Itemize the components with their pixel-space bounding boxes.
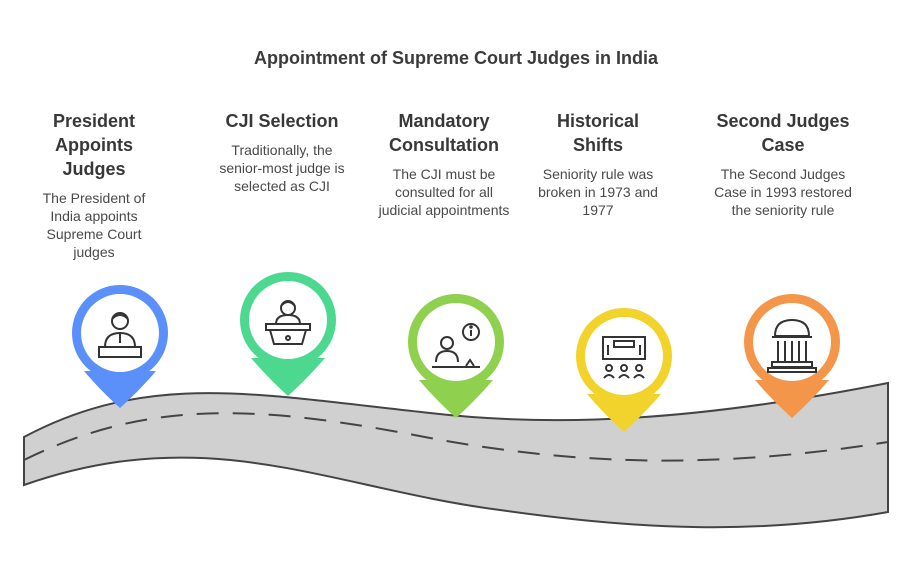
step-cji-selection: CJI Selection Traditionally, the senior-… <box>202 109 362 195</box>
step-mandatory-consultation: Mandatory Consultation The CJI must be c… <box>364 109 524 219</box>
courthouse-icon <box>767 318 817 373</box>
step-second-judges-case: Second Judges Case The Second Judges Cas… <box>703 109 863 219</box>
step-description: Seniority rule was broken in 1973 and 19… <box>538 166 658 218</box>
road-center-line <box>23 412 889 462</box>
consultation-info-icon <box>432 323 480 368</box>
step-heading: CJI Selection <box>225 111 339 131</box>
map-pin-3 <box>408 294 504 418</box>
map-pin-5 <box>744 294 840 418</box>
step-heading: Historical Shifts <box>556 111 640 155</box>
courtroom-people-icon <box>602 336 646 379</box>
step-description: Traditionally, the senior-most judge is … <box>219 142 345 194</box>
president-at-desk-icon <box>98 312 142 358</box>
step-description: The CJI must be consulted for all judici… <box>378 166 510 218</box>
map-pin-4 <box>576 308 672 432</box>
map-pin-2 <box>240 272 336 396</box>
map-pin-1 <box>72 285 168 408</box>
step-president-appoints: President Appoints Judges The President … <box>14 109 174 261</box>
step-description: The Second Judges Case in 1993 restored … <box>714 166 852 218</box>
diagram-title: Appointment of Supreme Court Judges in I… <box>253 48 658 68</box>
judge-at-podium-icon <box>265 300 311 345</box>
step-heading: President Appoints Judges <box>52 111 136 179</box>
road <box>23 381 889 529</box>
step-description: The President of India appoints Supreme … <box>42 190 146 260</box>
step-heading: Mandatory Consultation <box>389 111 499 155</box>
step-heading: Second Judges Case <box>716 111 850 155</box>
step-historical-shifts: Historical Shifts Seniority rule was bro… <box>518 109 678 219</box>
